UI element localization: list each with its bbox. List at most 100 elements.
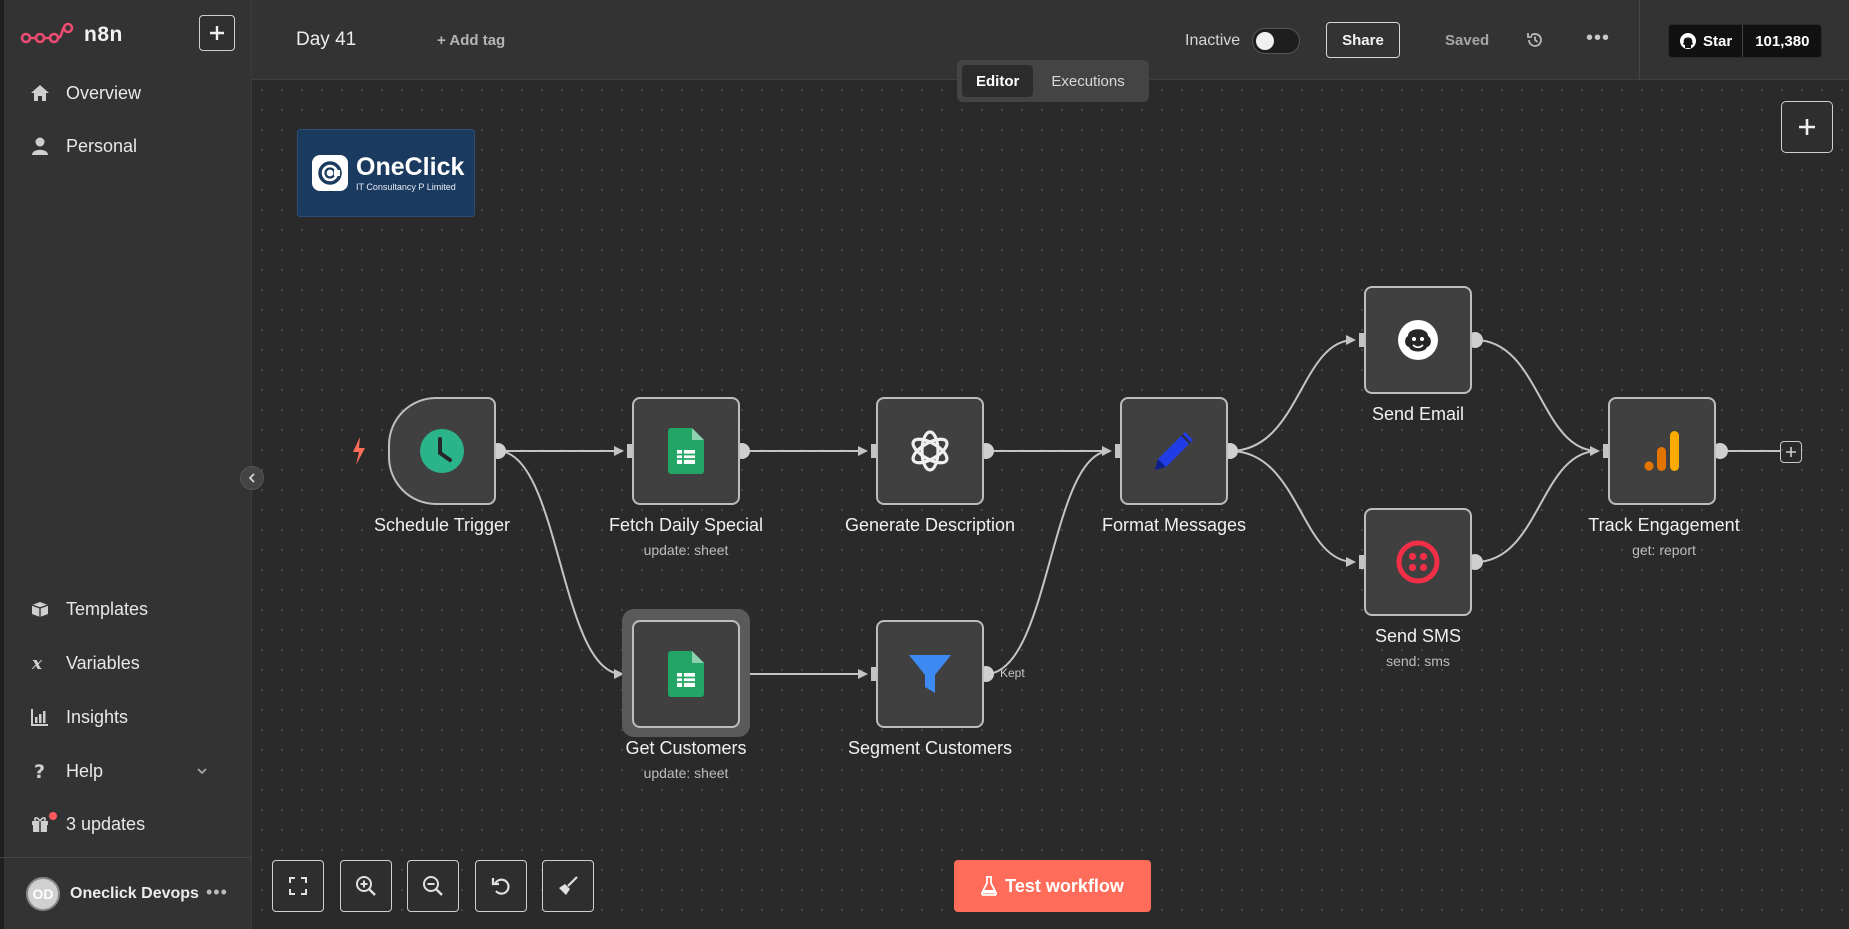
- share-button[interactable]: Share: [1326, 22, 1400, 58]
- saved-status: Saved: [1445, 32, 1490, 49]
- updates-badge-dot: [49, 812, 57, 820]
- node-segment-customers[interactable]: [876, 620, 984, 728]
- pencil-icon: [1155, 432, 1193, 470]
- sidebar-edge: [0, 0, 4, 929]
- chevron-down-icon[interactable]: [196, 765, 208, 777]
- sidebar-item-label: Help: [66, 760, 104, 781]
- node-sublabel: update: sheet: [643, 765, 729, 781]
- sidebar-item-templates[interactable]: Templates: [30, 594, 148, 624]
- svg-text:x: x: [31, 654, 43, 673]
- brand[interactable]: n8n: [20, 18, 123, 52]
- node-label: Generate Description: [844, 515, 1016, 535]
- google-sheets-icon: [668, 428, 704, 474]
- reset-zoom-button[interactable]: [475, 860, 527, 912]
- node-get-customers[interactable]: [632, 620, 740, 728]
- tab-executions[interactable]: Executions: [1051, 72, 1125, 90]
- sidebar-item-label: Insights: [66, 706, 129, 727]
- add-tag-link[interactable]: + Add tag: [437, 32, 506, 49]
- sidebar-item-insights[interactable]: Insights: [30, 702, 128, 732]
- node-fetch-daily-special[interactable]: [632, 397, 740, 505]
- lightning-bolt-icon: [353, 437, 365, 465]
- create-new-button[interactable]: [199, 15, 235, 51]
- history-icon[interactable]: [1524, 29, 1546, 51]
- workflow-canvas[interactable]: [252, 80, 1849, 929]
- active-toggle[interactable]: [1252, 28, 1300, 54]
- node-sublabel: update: sheet: [643, 542, 729, 558]
- github-star-count: 101,380: [1755, 32, 1810, 50]
- node-label: Format Messages: [1101, 515, 1247, 535]
- collapse-sidebar-button[interactable]: [240, 466, 264, 490]
- sidebar-item-overview[interactable]: Overview: [30, 78, 141, 108]
- view-tabs: Editor Executions: [957, 60, 1149, 102]
- home-icon: [31, 85, 49, 101]
- toggle-knob: [1256, 32, 1274, 50]
- google-analytics-icon: [1644, 431, 1679, 471]
- fit-view-button[interactable]: [272, 860, 324, 912]
- node-format-messages[interactable]: [1120, 397, 1228, 505]
- sidebar-item-variables[interactable]: x Variables: [30, 648, 140, 678]
- github-star-label: Star: [1703, 32, 1733, 50]
- github-star-button[interactable]: Star: [1669, 25, 1744, 57]
- tidy-up-button[interactable]: [542, 860, 594, 912]
- gift-icon: [32, 817, 48, 832]
- undo-icon: [491, 878, 510, 895]
- node-schedule-trigger[interactable]: [388, 397, 496, 505]
- chart-icon: [31, 709, 48, 726]
- kept-output-label: Kept: [1000, 666, 1025, 680]
- n8n-logo-icon: [20, 22, 74, 44]
- fullscreen-icon: [289, 877, 307, 895]
- svg-text:?: ?: [34, 761, 45, 781]
- zoom-in-icon: [356, 876, 376, 896]
- node-send-sms[interactable]: [1364, 508, 1472, 616]
- plus-icon: [1786, 447, 1796, 457]
- sidebar: n8n Overview Personal Templates x Variab…: [0, 0, 252, 929]
- node-label: Send SMS: [1374, 626, 1462, 646]
- twilio-icon: [1396, 540, 1440, 584]
- filter-icon: [909, 655, 951, 693]
- header-divider: [1639, 0, 1640, 80]
- node-send-email[interactable]: [1364, 286, 1472, 394]
- sidebar-item-updates[interactable]: 3 updates: [30, 809, 145, 839]
- user-menu-icon[interactable]: •••: [206, 882, 228, 902]
- github-star-widget[interactable]: Star 101,380: [1668, 24, 1823, 58]
- sidebar-item-label: 3 updates: [66, 813, 146, 834]
- zoom-in-button[interactable]: [340, 860, 392, 912]
- zoom-out-button[interactable]: [407, 860, 459, 912]
- workflow-name[interactable]: Day 41: [296, 29, 357, 50]
- node-sublabel: send: sms: [1386, 653, 1450, 669]
- node-label: Send Email: [1371, 404, 1465, 424]
- status-label: Inactive: [1185, 32, 1241, 49]
- node-sublabel: get: report: [1632, 542, 1696, 558]
- user-name: Oneclick Devops: [70, 885, 199, 902]
- google-sheets-icon: [668, 651, 704, 697]
- zoom-out-icon: [423, 876, 443, 896]
- node-label: Schedule Trigger: [373, 515, 511, 535]
- clock-icon: [420, 429, 464, 473]
- oneclick-logo-sticky[interactable]: OneClick IT Consultancy P Limited: [297, 129, 475, 217]
- node-generate-description[interactable]: [876, 397, 984, 505]
- add-node-button[interactable]: [1781, 101, 1833, 153]
- node-label: Fetch Daily Special: [608, 515, 764, 535]
- test-workflow-button[interactable]: Test workflow: [954, 860, 1151, 912]
- broom-icon: [559, 876, 578, 895]
- test-workflow-label: Test workflow: [1005, 875, 1124, 896]
- tab-editor[interactable]: Editor: [962, 65, 1034, 97]
- add-next-node-button[interactable]: [1780, 441, 1802, 463]
- brand-name: n8n: [84, 23, 123, 46]
- user-bar: OD Oneclick Devops •••: [0, 857, 252, 929]
- github-icon: [1680, 33, 1696, 49]
- gift-icon-wrap: [30, 812, 57, 834]
- node-label: Track Engagement: [1588, 515, 1740, 535]
- sidebar-item-label: Templates: [66, 598, 149, 619]
- sidebar-item-label: Overview: [66, 82, 142, 103]
- avatar[interactable]: OD: [26, 877, 60, 911]
- flask-icon: [981, 876, 998, 896]
- logo-text: OneClick IT Consultancy P Limited: [356, 154, 464, 192]
- node-label: Get Customers: [625, 738, 747, 758]
- sidebar-item-personal[interactable]: Personal: [30, 131, 137, 161]
- more-options-icon[interactable]: •••: [1586, 27, 1611, 49]
- sidebar-item-label: Personal: [66, 135, 138, 156]
- node-track-engagement[interactable]: [1608, 397, 1716, 505]
- sidebar-item-help[interactable]: ? Help: [30, 756, 103, 786]
- sidebar-item-label: Variables: [66, 652, 140, 673]
